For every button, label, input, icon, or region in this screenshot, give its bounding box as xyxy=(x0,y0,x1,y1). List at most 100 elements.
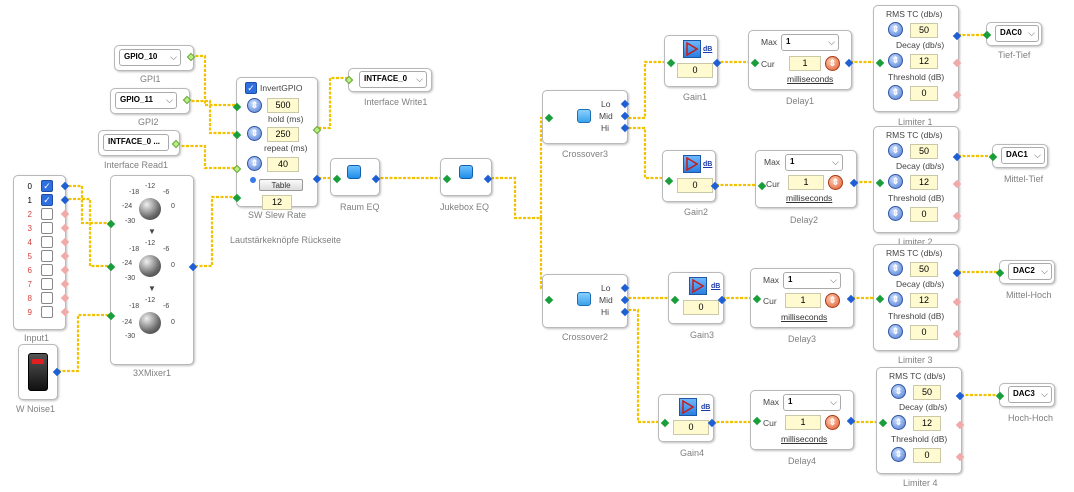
gain3-block[interactable]: dB 0 xyxy=(668,272,727,324)
limiter-decay-value[interactable]: 12 xyxy=(910,293,938,308)
limiter-rms-value[interactable]: 50 xyxy=(910,144,938,159)
delay-max-dropdown[interactable]: 1⌵ xyxy=(781,34,839,51)
repeat-value[interactable]: 250 xyxy=(267,127,299,142)
jukebox-eq-in-pin[interactable] xyxy=(442,174,452,184)
input-channel-checkbox[interactable] xyxy=(41,264,53,276)
dac3-block[interactable]: DAC3⌵ xyxy=(995,383,1055,407)
table-button[interactable]: Table xyxy=(259,179,303,191)
input-channel-checkbox[interactable]: ✓ xyxy=(41,180,53,192)
decay-knob-icon[interactable]: ⇕ xyxy=(891,415,906,430)
delay-max-dropdown[interactable]: 1⌵ xyxy=(783,394,841,411)
gain-value[interactable]: 0 xyxy=(673,420,709,435)
limiter-decay-value[interactable]: 12 xyxy=(913,416,941,431)
gain3-in-pin[interactable] xyxy=(670,295,680,305)
limiter4-block[interactable]: RMS TC (db/s) ⇕ 50 Decay (db/s) ⇕ 12 Thr… xyxy=(876,367,965,474)
gain-value[interactable]: 0 xyxy=(677,63,713,78)
delay-max-dropdown[interactable]: 1⌵ xyxy=(783,272,841,289)
gain-value[interactable]: 0 xyxy=(677,178,713,193)
threshold-knob-icon[interactable]: ⇕ xyxy=(891,447,906,462)
raum-eq-out-pin[interactable] xyxy=(371,174,381,184)
delay2-in-pin[interactable] xyxy=(757,181,767,191)
mixer-dial-icon[interactable] xyxy=(139,255,161,277)
interface-write-block[interactable]: INTFACE_0⌵ xyxy=(344,68,432,92)
rms-knob-icon[interactable]: ⇕ xyxy=(888,143,903,158)
raum-eq-in-pin[interactable] xyxy=(332,174,342,184)
limiter3-in-pin[interactable] xyxy=(875,294,885,304)
delay4-block[interactable]: Max 1⌵ Cur 1 ⇕ milliseconds xyxy=(750,390,856,450)
dac0-block[interactable]: DAC0⌵ xyxy=(982,22,1042,46)
gain-db-link[interactable]: dB xyxy=(711,283,721,290)
threshold-knob-icon[interactable]: ⇕ xyxy=(888,206,903,221)
gain2-in-pin[interactable] xyxy=(664,176,674,186)
mixer-block[interactable]: -12 -18 -6 -24 0 -30 ▼ -12 -18 -6 -24 0 … xyxy=(106,175,198,365)
threshold-knob-icon[interactable]: ⇕ xyxy=(888,324,903,339)
input1-block[interactable]: 0 ✓ 1 ✓ 2 3 4 5 6 7 8 9 xyxy=(13,175,70,330)
limiter-threshold-value[interactable]: 0 xyxy=(910,325,938,340)
delay3-in-pin[interactable] xyxy=(752,294,762,304)
param3-knob-icon[interactable]: ⇕ xyxy=(247,156,262,171)
limiter3-block[interactable]: RMS TC (db/s) ⇕ 50 Decay (db/s) ⇕ 12 Thr… xyxy=(873,244,962,351)
dac1-dropdown[interactable]: DAC1⌵ xyxy=(1001,147,1045,164)
dac1-block[interactable]: DAC1⌵ xyxy=(988,144,1048,168)
gpi2-block[interactable]: GPIO_11⌵ xyxy=(110,88,192,114)
input-channel-checkbox[interactable] xyxy=(41,222,53,234)
gpi1-block[interactable]: GPIO_10⌵ xyxy=(114,45,196,71)
limiter-threshold-value[interactable]: 0 xyxy=(913,448,941,463)
interface-read-block[interactable]: INTFACE_0 ... xyxy=(98,130,181,156)
interface-write-dropdown[interactable]: INTFACE_0⌵ xyxy=(359,71,427,88)
delay2-out-pin[interactable] xyxy=(849,178,859,188)
noise-block[interactable] xyxy=(18,344,62,400)
crossover2-hi-pin[interactable] xyxy=(620,307,630,317)
interface-read-dropdown[interactable]: INTFACE_0 ... xyxy=(103,134,169,151)
delay-unit-link[interactable]: milliseconds xyxy=(781,434,828,444)
limiter4-in-pin[interactable] xyxy=(878,418,888,428)
mixer-dial-icon[interactable] xyxy=(139,198,161,220)
delay-cur-value[interactable]: 1 xyxy=(785,415,821,430)
gpi1-out-pin[interactable] xyxy=(186,52,196,62)
delay4-in-pin[interactable] xyxy=(752,416,762,426)
decay-knob-icon[interactable]: ⇕ xyxy=(888,53,903,68)
crossover3-mid-pin[interactable] xyxy=(620,111,630,121)
delay-unit-link[interactable]: milliseconds xyxy=(786,193,833,203)
rms-knob-icon[interactable]: ⇕ xyxy=(891,384,906,399)
dac0-dropdown[interactable]: DAC0⌵ xyxy=(995,25,1039,42)
crossover3-hi-pin[interactable] xyxy=(620,123,630,133)
gain1-in-pin[interactable] xyxy=(666,58,676,68)
input-channel-checkbox[interactable] xyxy=(41,250,53,262)
limiter1-block[interactable]: RMS TC (db/s) ⇕ 50 Decay (db/s) ⇕ 12 Thr… xyxy=(873,5,962,112)
limiter-threshold-value[interactable]: 0 xyxy=(910,207,938,222)
input-channel-checkbox[interactable]: ✓ xyxy=(41,194,53,206)
delay3-out-pin[interactable] xyxy=(846,294,856,304)
interface-read-out-pin[interactable] xyxy=(171,139,181,149)
hold-knob-icon[interactable]: ⇕ xyxy=(247,98,262,113)
limiter2-in-pin[interactable] xyxy=(875,178,885,188)
decay-knob-icon[interactable]: ⇕ xyxy=(888,174,903,189)
delay4-out-pin[interactable] xyxy=(846,416,856,426)
delay-cur-value[interactable]: 1 xyxy=(789,56,821,71)
gain-db-link[interactable]: dB xyxy=(703,161,713,168)
gpi1-dropdown[interactable]: GPIO_10⌵ xyxy=(119,49,181,66)
delay1-block[interactable]: Max 1⌵ Cur 1 ⇕ milliseconds xyxy=(748,30,854,90)
gain-db-link[interactable]: dB xyxy=(701,404,711,411)
rms-knob-icon[interactable]: ⇕ xyxy=(888,22,903,37)
delay1-in-pin[interactable] xyxy=(750,58,760,68)
input-channel-checkbox[interactable] xyxy=(41,292,53,304)
dac2-dropdown[interactable]: DAC2⌵ xyxy=(1008,263,1052,280)
delay-unit-link[interactable]: milliseconds xyxy=(787,74,834,84)
decay-knob-icon[interactable]: ⇕ xyxy=(888,292,903,307)
limiter1-in-pin[interactable] xyxy=(875,58,885,68)
delay-knob-icon[interactable]: ⇕ xyxy=(828,175,843,190)
hold-value[interactable]: 500 xyxy=(267,98,299,113)
dac3-dropdown[interactable]: DAC3⌵ xyxy=(1008,386,1052,403)
limiter-decay-value[interactable]: 12 xyxy=(910,175,938,190)
gpi2-dropdown[interactable]: GPIO_11⌵ xyxy=(115,92,177,109)
delay3-block[interactable]: Max 1⌵ Cur 1 ⇕ milliseconds xyxy=(750,268,856,328)
crossover2-lo-pin[interactable] xyxy=(620,283,630,293)
param3-value[interactable]: 40 xyxy=(267,157,299,172)
limiter2-block[interactable]: RMS TC (db/s) ⇕ 50 Decay (db/s) ⇕ 12 Thr… xyxy=(873,126,962,233)
delay-unit-link[interactable]: milliseconds xyxy=(781,312,828,322)
repeat-knob-icon[interactable]: ⇕ xyxy=(247,126,262,141)
jukebox-eq-block[interactable] xyxy=(440,158,493,196)
delay-cur-value[interactable]: 1 xyxy=(788,175,824,190)
gain4-in-pin[interactable] xyxy=(660,418,670,428)
